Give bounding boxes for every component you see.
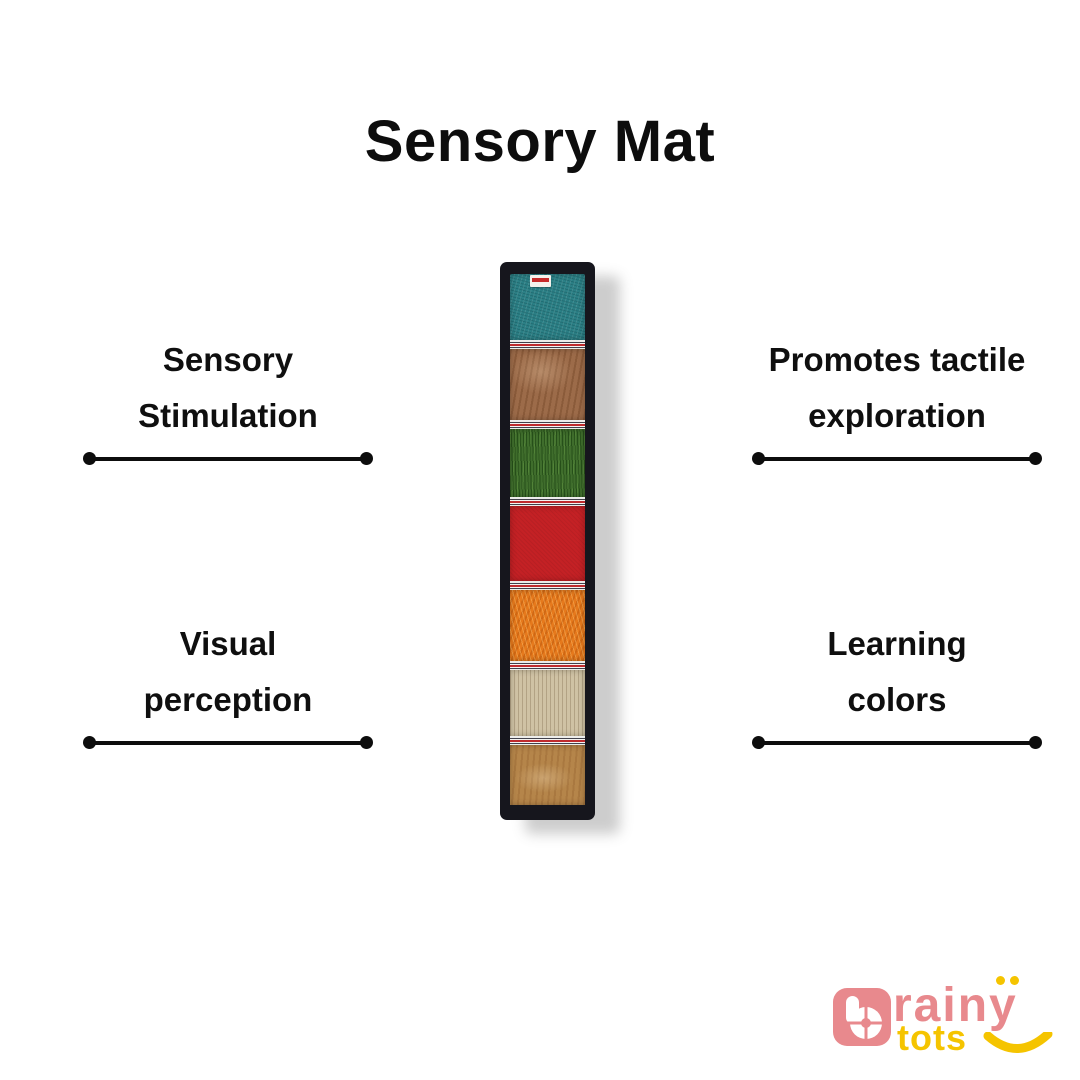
mat-segment-tan-velvet [510,745,585,805]
sensory-mat-segments [510,274,585,808]
feature-label: colors [847,681,947,718]
feature-learning-colors: Learning colors [752,616,1042,749]
smile-icon [983,1032,1053,1053]
brainytots-logo: rainy tots [833,976,1068,1072]
mat-segment-brown-velvet [510,349,585,420]
connector-dot [752,452,765,465]
feature-label: Promotes tactile [768,341,1026,378]
page-title: Sensory Mat [364,109,716,174]
mat-segment-grass-turf [510,429,585,497]
connector-rule [763,740,1031,745]
umlaut-dot-icon [1010,976,1019,985]
mat-segment-orange-fur [510,590,585,661]
connector-line [752,736,1042,749]
umlaut-dot-icon [996,976,1005,985]
connector-dot [360,452,373,465]
mat-stripe-divider [510,497,585,506]
mat-stripe-divider [510,420,585,429]
feature-visual-perception: Visual perception [83,616,373,749]
mat-stripe-divider [510,661,585,670]
connector-rule [763,456,1031,461]
connector-dot [1029,452,1042,465]
sensory-mat-photo [500,262,595,820]
brand-name-rainy: rainy [893,979,1018,1032]
connector-dot [752,736,765,749]
brand-name-tots: tots [897,1017,967,1058]
feature-label: perception [143,681,313,718]
connector-rule [94,740,362,745]
connector-dot [1029,736,1042,749]
feature-label: Stimulation [138,397,318,434]
feature-label: Sensory [162,341,294,378]
mat-brand-tag [530,275,551,287]
connector-line [83,452,373,465]
connector-dot [83,736,96,749]
brainytots-b-icon [833,988,891,1046]
mat-stripe-divider [510,581,585,590]
connector-line [752,452,1042,465]
mat-segment-red-felt [510,506,585,581]
connector-rule [94,456,362,461]
mat-stripe-divider [510,340,585,349]
feature-sensory-stimulation: Sensory Stimulation [83,332,373,465]
feature-label: Learning [827,625,967,662]
feature-label: Visual [179,625,277,662]
mat-stripe-divider [510,736,585,745]
connector-line [83,736,373,749]
connector-dot [83,452,96,465]
connector-dot [360,736,373,749]
feature-label: exploration [808,397,986,434]
mat-segment-cream-corduroy [510,670,585,736]
feature-tactile-exploration: Promotes tactile exploration [752,332,1042,465]
